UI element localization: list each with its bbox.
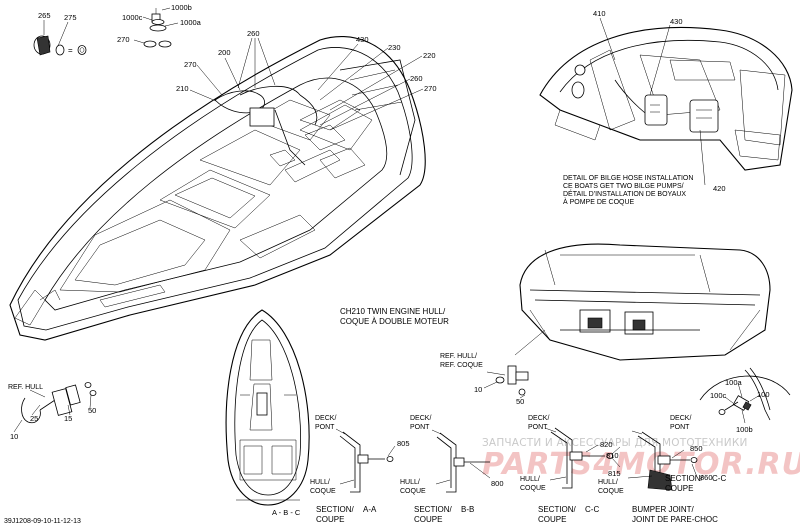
label-270-right: 270: [424, 84, 437, 93]
hull2-line1: HULL/: [400, 479, 420, 486]
bilge-caption-line1: DETAIL OF BILGE HOSE INSTALLATION: [563, 175, 693, 182]
label-270-top: 270: [117, 35, 130, 44]
deck3-line2: PONT: [528, 424, 548, 431]
label-270-left: 270: [184, 60, 197, 69]
sec2-line1: SECTION/: [414, 505, 453, 514]
hull4-line1: HULL/: [598, 479, 618, 486]
deck2-line1: DECK/: [410, 415, 431, 422]
hull3-line1: HULL/: [520, 476, 540, 483]
sec2-id: B-B: [461, 505, 474, 514]
label-265: 265: [38, 11, 51, 20]
label-260-right: 260: [410, 74, 423, 83]
sec2-line2: COUPE: [414, 515, 442, 524]
label-100: 100: [757, 390, 770, 399]
hull-labels: 260 200 270 210 430 230 220 260 270: [176, 29, 437, 131]
label-1000c: 1000c: [122, 13, 143, 22]
svg-text:=: =: [68, 46, 73, 55]
section-c-c-2: DECK/ PONT 850 860 HULL/ COQUE SECTION/ …: [598, 415, 726, 524]
bumper-joint-line2: JOINT DE PARE-CHOC: [632, 515, 718, 524]
label-15: 15: [64, 414, 72, 423]
label-100c: 100c: [710, 391, 727, 400]
hull1-line2: COQUE: [310, 488, 336, 495]
hull1-line1: HULL/: [310, 479, 330, 486]
label-275: 275: [64, 13, 77, 22]
ref-hull-right-line1: REF. HULL/: [440, 353, 477, 360]
label-100a: 100a: [725, 378, 743, 387]
ref-hull-left: REF. HULL: [8, 384, 43, 391]
sec3-line1: SECTION/: [538, 505, 577, 514]
label-430-right: 430: [670, 17, 683, 26]
label-abc: A - B - C: [272, 508, 301, 517]
hull-caption-line1: CH210 TWIN ENGINE HULL/: [340, 307, 446, 316]
watermark: ЗАПЧАСТИ И АКСЕССУАРЫ ДЛЯ МОТОТЕХНИКИ PA…: [482, 437, 800, 482]
label-10-left: 10: [10, 432, 18, 441]
hull-caption: CH210 TWIN ENGINE HULL/ COQUE À DOUBLE M…: [340, 307, 449, 326]
label-50-left: 50: [88, 406, 96, 415]
label-815: 815: [608, 469, 621, 478]
label-1000b: 1000b: [171, 3, 192, 12]
label-10-right: 10: [474, 385, 482, 394]
section-b-b: DECK/ PONT 800 HULL/ COQUE SECTION/ B-B …: [400, 415, 504, 524]
sec3-id: C-C: [585, 505, 599, 514]
label-50-right: 50: [516, 397, 524, 406]
section-a-a: DECK/ PONT 805 HULL/ COQUE SECTION/ A-A …: [310, 415, 410, 524]
label-820: 820: [600, 440, 613, 449]
top-view-hull: A - B - C: [225, 309, 310, 517]
label-220: 220: [423, 51, 436, 60]
section-c-c-1: DECK/ PONT 820 810 815 HULL/ COQUE SECTI…: [520, 415, 621, 524]
label-810: 810: [606, 451, 619, 460]
detail-circle-100: 100a 100c 100 100b: [699, 367, 791, 434]
sec4-line1: SECTION/: [665, 474, 704, 483]
ref-hull-bracket-left: REF. HULL 10 25 15 50: [8, 382, 97, 441]
label-430-center: 430: [356, 35, 369, 44]
label-1000a: 1000a: [180, 18, 202, 27]
figure-id: 39J1208-09-10-11-12-13: [4, 518, 81, 525]
deck2-line2: PONT: [410, 424, 430, 431]
label-420: 420: [713, 184, 726, 193]
label-860: 860: [700, 473, 713, 482]
bilge-detail-drawing: 410 430 420: [539, 9, 793, 193]
label-230: 230: [388, 43, 401, 52]
deck4-line1: DECK/: [670, 415, 691, 422]
hull2-line2: COQUE: [400, 488, 426, 495]
detail-clamp: = 265 275: [33, 11, 87, 56]
transom-view-drawing: [514, 243, 771, 361]
bilge-caption: DETAIL OF BILGE HOSE INSTALLATION CE BOA…: [563, 175, 693, 206]
sec1-line2: COUPE: [316, 515, 344, 524]
detail-fitting-1000: 1000c 1000b 1000a 270: [117, 3, 202, 48]
hull4-line2: COQUE: [598, 488, 624, 495]
main-hull-drawing: [9, 36, 426, 341]
sec1-id: A-A: [363, 505, 377, 514]
label-25: 25: [30, 414, 38, 423]
sec1-line1: SECTION/: [316, 505, 355, 514]
label-210: 210: [176, 84, 189, 93]
label-260-top: 260: [247, 29, 260, 38]
deck3-line1: DECK/: [528, 415, 549, 422]
deck4-line2: PONT: [670, 424, 690, 431]
hull-caption-line2: COQUE À DOUBLE MOTEUR: [340, 317, 449, 326]
watermark-line2: PARTS4MOTOR.RU: [482, 447, 800, 482]
ref-hull-right-line2: REF. COQUE: [440, 362, 483, 369]
watermark-line1: ЗАПЧАСТИ И АКСЕССУАРЫ ДЛЯ МОТОТЕХНИКИ: [482, 437, 748, 449]
hull3-line2: COQUE: [520, 485, 546, 492]
label-800: 800: [491, 479, 504, 488]
label-805: 805: [397, 439, 410, 448]
label-850: 850: [690, 444, 703, 453]
deck1-line2: PONT: [315, 424, 335, 431]
ref-hull-bracket-right: REF. HULL/ REF. COQUE 10 50: [440, 353, 529, 406]
label-410: 410: [593, 9, 606, 18]
bumper-joint-line1: BUMPER JOINT/: [632, 505, 695, 514]
sec3-line2: COUPE: [538, 515, 566, 524]
deck1-line1: DECK/: [315, 415, 336, 422]
sec4-id: C-C: [712, 474, 726, 483]
label-100b: 100b: [736, 425, 753, 434]
sec4-line2: COUPE: [665, 484, 693, 493]
bilge-caption-line2: CE BOATS GET TWO BILGE PUMPS/: [563, 183, 684, 190]
bilge-caption-line4: À POMPE DE COQUE: [563, 197, 635, 206]
label-200: 200: [218, 48, 231, 57]
bilge-caption-line3: DÉTAIL D'INSTALLATION DE BOYAUX: [563, 189, 686, 198]
